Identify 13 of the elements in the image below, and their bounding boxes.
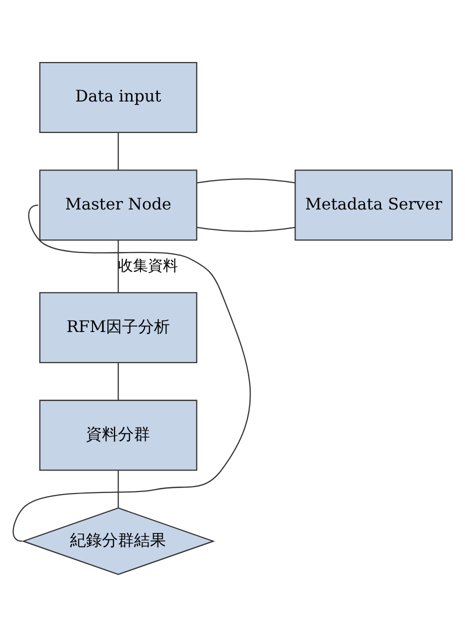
- node-box: RFM因子分析: [39, 292, 198, 363]
- node-box: 資料分群: [39, 399, 198, 470]
- connector: [118, 362, 119, 400]
- connector: [118, 132, 119, 170]
- node-diamond: 紀錄分群結果: [21, 506, 216, 575]
- edge-label: 收集資料: [118, 256, 178, 274]
- connector: [118, 240, 119, 292]
- node-box: Data input: [39, 62, 198, 132]
- connector: [118, 470, 119, 508]
- node-box: Master Node: [39, 169, 198, 240]
- connector: [196, 178, 296, 183]
- node-box: Metadata Server: [294, 169, 453, 240]
- connector: [196, 226, 296, 232]
